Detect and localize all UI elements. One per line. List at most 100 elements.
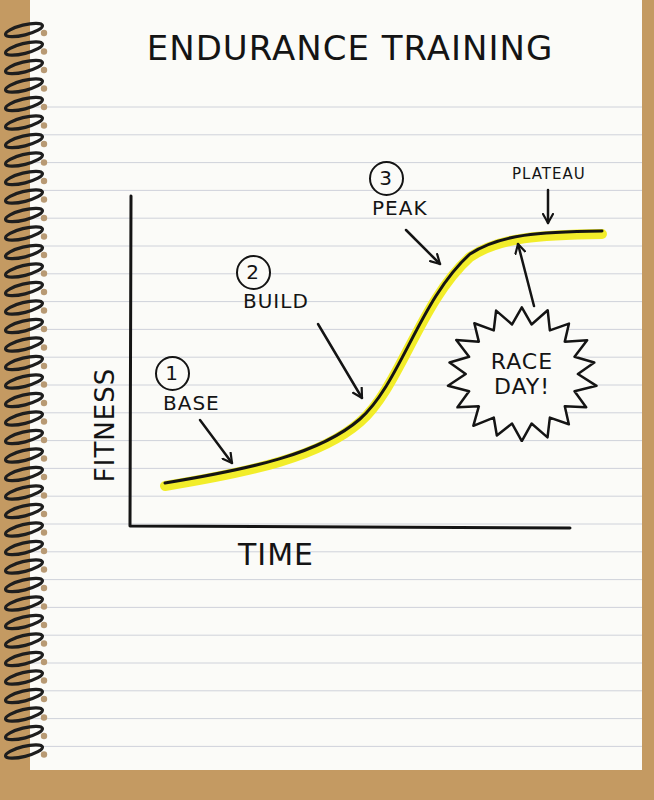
spiral-coil [4,631,43,650]
spiral-coil [4,21,43,40]
binding-hole [41,751,47,757]
spiral-coil [4,539,43,558]
spiral-coil [4,465,43,484]
spiral-coil [4,150,43,169]
spiral-coil [4,724,43,743]
spiral-coil [4,243,43,262]
ruled-line [30,273,642,274]
spiral-coil [4,169,43,188]
spiral-coil [4,428,43,447]
callout-number: 3 [379,167,393,190]
ruled-line [30,524,642,525]
spiral-coil [4,446,43,465]
ruled-line [30,134,642,135]
spiral-coil [4,76,43,95]
binding-hole [41,474,47,480]
binding-hole [41,122,47,128]
binding-hole [41,289,47,295]
spiral-coil [4,335,43,354]
binding-hole [41,418,47,424]
binding-hole [41,437,47,443]
spiral-coil [4,113,43,132]
binding-hole [41,455,47,461]
spiral-coil [4,354,43,373]
binding-hole [41,196,47,202]
spiral-coil [4,409,43,428]
ruled-line [30,663,642,664]
binding-hole [41,326,47,332]
leader-arrow [547,190,550,223]
spiral-coil [4,95,43,114]
callout-circle: 3 [369,161,404,196]
binding-hole [41,252,47,258]
spiral-coil [4,58,43,77]
title: ENDURANCE TRAINING [147,30,554,67]
ruled-line [30,635,642,636]
spiral-coil [4,520,43,539]
spiral-coil [4,39,43,58]
spiral-coil [4,132,43,151]
spiral-coil [4,206,43,225]
spiral-coil [4,280,43,299]
spiral-coil [4,687,43,706]
binding-hole [41,344,47,350]
ruled-line [30,218,642,219]
ruled-lines [30,107,642,746]
ruled-line [30,496,642,497]
phase-label: BUILD [243,290,309,312]
binding-hole [41,30,47,36]
ruled-line [30,190,642,191]
spiral-coil [4,705,43,724]
callout-number: 2 [246,261,260,284]
binding-hole [41,548,47,554]
spiral-coil [4,557,43,576]
callout-number: 1 [165,362,179,385]
binding-hole [41,215,47,221]
callout-circle: 2 [236,255,271,290]
ruled-line [30,551,642,552]
spiral-coil [4,668,43,687]
starburst-shape [448,307,597,441]
phase-label: PEAK [372,197,428,219]
spiral-coil [4,187,43,206]
ruled-line [30,746,642,747]
spiral-coil [4,372,43,391]
axis-label: FITNESS [91,368,120,482]
ruled-line [30,107,642,108]
phase-label: PLATEAU [512,166,586,183]
binding-hole [41,659,47,665]
binding-hole [41,270,47,276]
spiral-coil [4,391,43,410]
phase-label: BASE [163,392,220,414]
binding-hole [41,640,47,646]
spiral-coil [4,576,43,595]
binding-hole [41,696,47,702]
binding-hole [41,529,47,535]
ruled-line [30,718,642,719]
binding-hole [41,85,47,91]
notebook-page [30,0,642,770]
spiral-coil [4,650,43,669]
binding-hole [41,677,47,683]
ruled-line [30,162,642,163]
spiral-binding [4,21,47,761]
binding-hole [41,48,47,54]
axis-label: TIME [238,538,314,571]
fitness-curve [165,231,602,483]
binding-hole [41,233,47,239]
spiral-coil [4,483,43,502]
binding-hole [41,733,47,739]
binding-hole [41,159,47,165]
binding-hole [41,511,47,517]
binding-hole [41,603,47,609]
callout-circle: 1 [155,356,190,391]
spiral-coil [4,613,43,632]
spiral-coil [4,317,43,336]
ruled-line [30,690,642,691]
starburst-callout: RACE DAY! [446,306,598,442]
binding-hole [41,566,47,572]
callout-text: RACE DAY! [481,349,563,400]
binding-hole [41,178,47,184]
ruled-line [30,607,642,608]
